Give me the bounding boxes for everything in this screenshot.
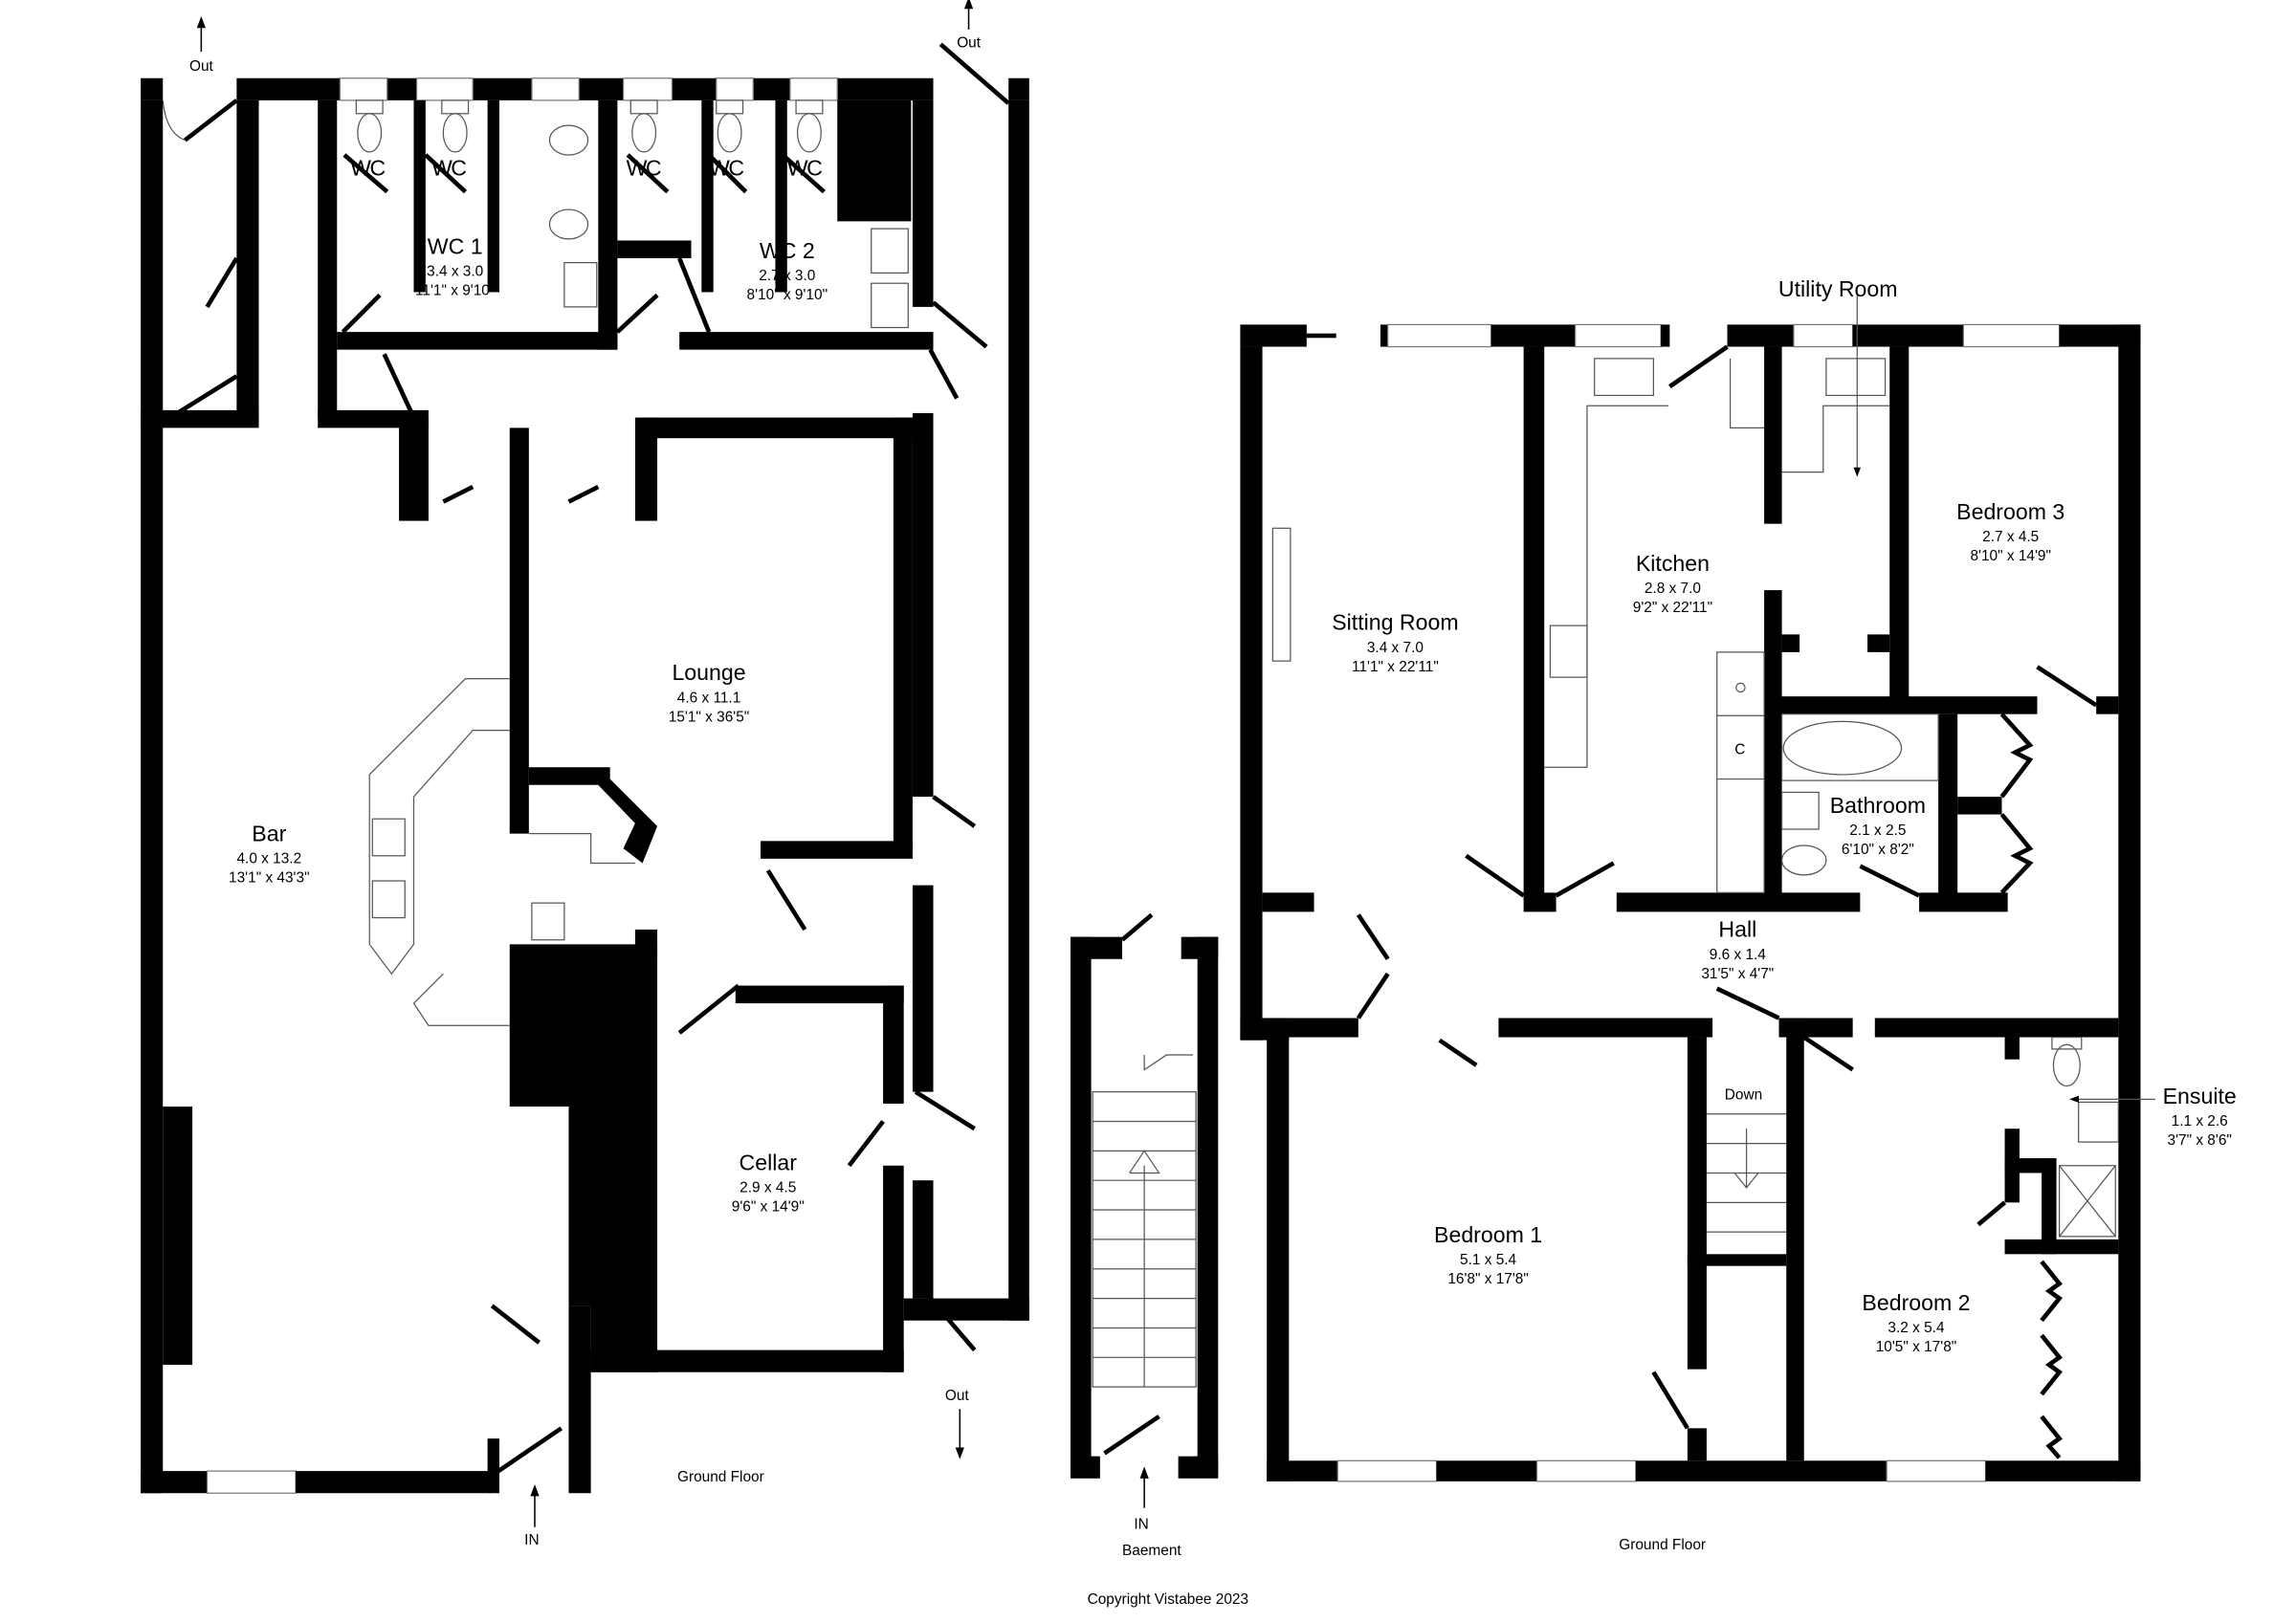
svg-text:11'1" x 9'10": 11'1" x 9'10": [415, 283, 495, 299]
right-building-labels: Utility Room Sitting Room 3.4 x 7.0 11'1…: [1332, 276, 2237, 1553]
svg-text:Bathroom: Bathroom: [1830, 793, 1926, 818]
svg-text:4.0 x 13.2: 4.0 x 13.2: [236, 850, 301, 866]
svg-text:2.1 x 2.5: 2.1 x 2.5: [1849, 822, 1906, 839]
wc-cubicle-label: WC: [709, 156, 743, 181]
right-building-doors: [1356, 344, 2098, 1459]
wc-cubicle-label: WC: [431, 156, 466, 181]
right-building-fixtures: C: [1271, 295, 2155, 1238]
room-kitchen: Kitchen 2.8 x 7.0 9'2" x 22'11": [1633, 551, 1712, 616]
room-bedroom-3: Bedroom 3 2.7 x 4.5 8'10" x 14'9": [1956, 499, 2064, 564]
room-bathroom: Bathroom 2.1 x 2.5 6'10" x 8'2": [1830, 793, 1926, 858]
svg-text:Bedroom 2: Bedroom 2: [1862, 1290, 1970, 1315]
exit-label-top-left: Out: [189, 58, 214, 75]
svg-text:1.1 x 2.6: 1.1 x 2.6: [2172, 1113, 2228, 1130]
svg-text:Bar: Bar: [252, 821, 286, 845]
svg-text:15'1" x 36'5": 15'1" x 36'5": [669, 709, 750, 725]
left-building-labels: Out Out Out IN WC WC WC WC WC WC 1 3.4 x…: [189, 0, 982, 1548]
left-building-fixtures: [355, 99, 909, 1026]
svg-text:2.7 x 3.0: 2.7 x 3.0: [759, 268, 815, 284]
room-cellar: Cellar 2.9 x 4.5 9'6" x 14'9": [732, 1150, 805, 1215]
sink-icons: [563, 228, 909, 329]
room-utility-room: Utility Room: [1778, 276, 1898, 301]
svg-text:16'8" x 17'8": 16'8" x 17'8": [1447, 1271, 1529, 1287]
svg-text:9.6 x 1.4: 9.6 x 1.4: [1710, 947, 1767, 963]
toilet-icons: [355, 99, 824, 240]
svg-text:31'5" x 4'7": 31'5" x 4'7": [1701, 966, 1774, 982]
svg-text:9'2" x 22'11": 9'2" x 22'11": [1633, 600, 1712, 616]
svg-text:10'5" x 17'8": 10'5" x 17'8": [1876, 1339, 1956, 1355]
entrance-label: IN: [524, 1532, 539, 1548]
exit-label-bottom-right: Out: [945, 1388, 970, 1404]
svg-text:2.9 x 4.5: 2.9 x 4.5: [740, 1180, 796, 1196]
basement-label: Baement: [1122, 1543, 1181, 1559]
svg-text:Bedroom 1: Bedroom 1: [1434, 1222, 1542, 1247]
room-sitting-room: Sitting Room 3.4 x 7.0 11'1" x 22'11": [1332, 610, 1458, 675]
svg-text:3.4 x 3.0: 3.4 x 3.0: [427, 263, 483, 279]
svg-text:8'10" x 14'9": 8'10" x 14'9": [1970, 548, 2051, 564]
svg-text:Bedroom 3: Bedroom 3: [1956, 499, 2064, 524]
room-bedroom-1: Bedroom 1 5.1 x 5.4 16'8" x 17'8": [1434, 1222, 1542, 1287]
floor-label-right: Ground Floor: [1619, 1537, 1706, 1553]
room-wc1: WC 1 3.4 x 3.0 11'1" x 9'10": [415, 233, 495, 298]
svg-text:Cellar: Cellar: [740, 1150, 798, 1174]
svg-text:6'10" x 8'2": 6'10" x 8'2": [1842, 842, 1914, 858]
room-wc2: WC 2 2.7 x 3.0 8'10" x 9'10": [747, 238, 828, 303]
svg-text:11'1" x 22'11": 11'1" x 22'11": [1352, 659, 1439, 675]
svg-text:2.7 x 4.5: 2.7 x 4.5: [1982, 529, 2039, 545]
left-building-doors: [162, 42, 1010, 1478]
svg-text:4.6 x 11.1: 4.6 x 11.1: [677, 690, 741, 706]
stairs-down-label: Down: [1725, 1086, 1762, 1103]
copyright: Copyright Vistabee 2023: [1088, 1591, 1248, 1608]
svg-text:Sitting Room: Sitting Room: [1332, 610, 1458, 635]
room-lounge: Lounge 4.6 x 11.1 15'1" x 36'5": [669, 660, 750, 725]
left-building-walls: [141, 77, 1029, 1494]
basement-entrance-label: IN: [1134, 1516, 1148, 1532]
svg-text:8'10" x 9'10": 8'10" x 9'10": [747, 287, 828, 303]
svg-text:3.4 x 7.0: 3.4 x 7.0: [1367, 640, 1424, 656]
svg-text:Ensuite: Ensuite: [2163, 1084, 2237, 1108]
room-bedroom-2: Bedroom 2 3.2 x 5.4 10'5" x 17'8": [1862, 1290, 1970, 1355]
svg-text:WC 2: WC 2: [760, 238, 815, 263]
room-bar: Bar 4.0 x 13.2 13'1" x 43'3": [229, 821, 310, 886]
floor-label-left: Ground Floor: [677, 1469, 764, 1485]
svg-text:WC 1: WC 1: [428, 233, 483, 258]
wc-cubicle-label: WC: [787, 156, 822, 181]
basement-stair: IN Baement: [1071, 912, 1219, 1559]
cupboard-label: C: [1734, 741, 1745, 757]
wc-cubicle-label: WC: [350, 156, 385, 181]
svg-text:Kitchen: Kitchen: [1636, 551, 1710, 576]
svg-text:Lounge: Lounge: [672, 660, 745, 685]
right-building-walls: [1240, 323, 2141, 1482]
svg-text:2.8 x 7.0: 2.8 x 7.0: [1645, 581, 1701, 597]
svg-text:13'1" x 43'3": 13'1" x 43'3": [229, 870, 310, 887]
svg-text:Hall: Hall: [1718, 917, 1756, 942]
room-hall: Hall 9.6 x 1.4 31'5" x 4'7": [1701, 917, 1774, 982]
room-ensuite: Ensuite 1.1 x 2.6 3'7" x 8'6": [2163, 1084, 2237, 1149]
svg-text:3'7" x 8'6": 3'7" x 8'6": [2168, 1132, 2232, 1149]
wc-cubicle-label: WC: [627, 156, 661, 181]
svg-text:3.2 x 5.4: 3.2 x 5.4: [1888, 1320, 1945, 1336]
svg-text:9'6" x 14'9": 9'6" x 14'9": [732, 1199, 805, 1216]
svg-text:5.1 x 5.4: 5.1 x 5.4: [1460, 1252, 1517, 1268]
exit-label-top-right: Out: [957, 34, 982, 51]
